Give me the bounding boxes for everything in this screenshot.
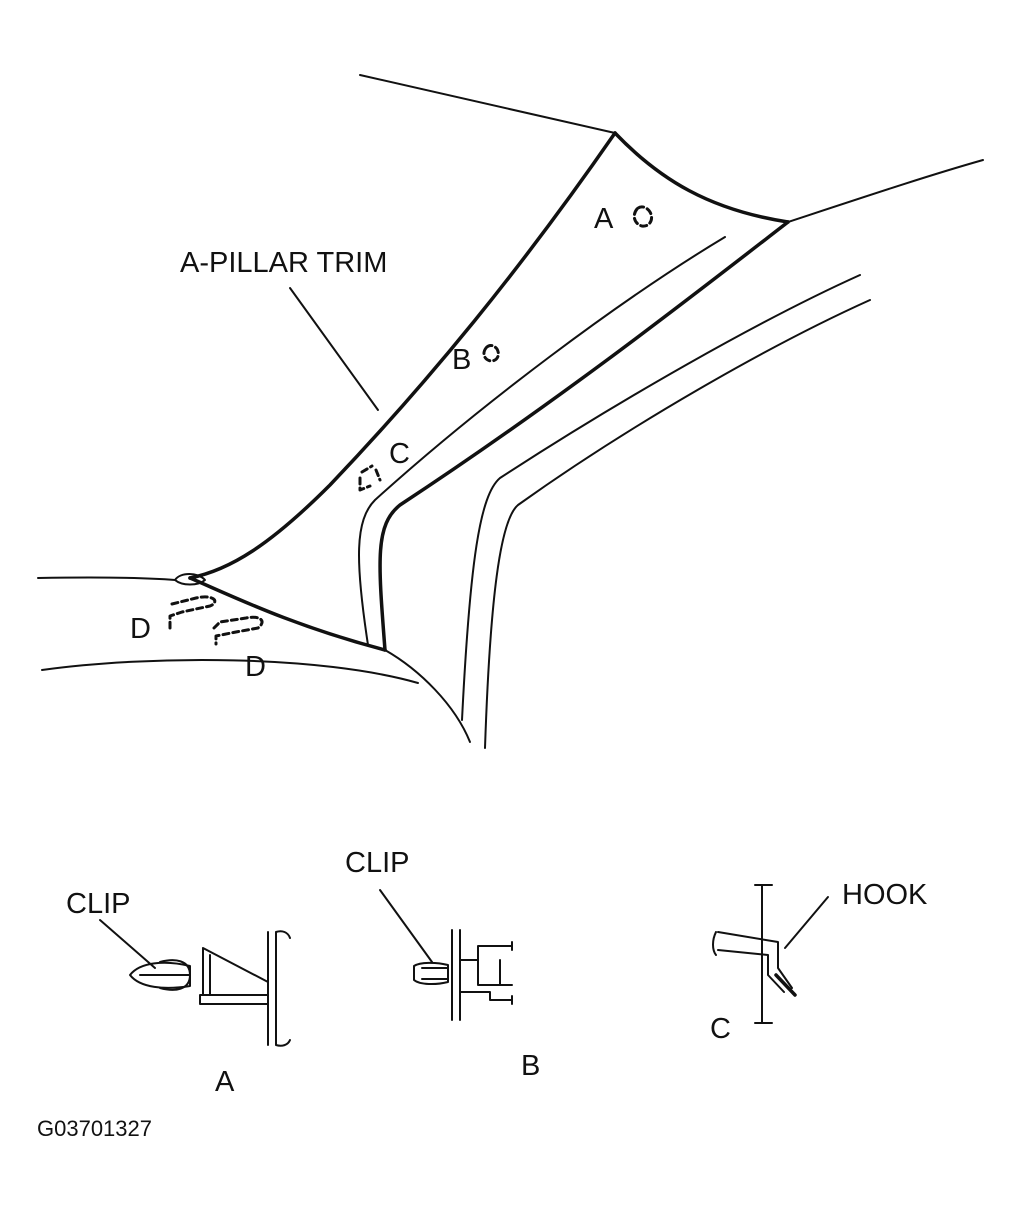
detail-b-clip-head [413,961,449,986]
clip-b-marker [482,344,500,363]
clip-a-leader [99,919,156,969]
detail-c-hook-tip [774,973,797,997]
detail-a-clip [99,919,291,1047]
trim-inner-edge [378,220,790,652]
roof-line-right [787,159,984,223]
door-frame-line [384,649,471,743]
point-b-label: B [452,344,471,376]
detail-c-label: C [710,1013,731,1045]
point-c-label: C [389,438,410,470]
a-pillar-illustration [37,74,984,749]
roof-line [359,74,616,134]
point-d1-label: D [130,613,151,645]
clip-d2-marker [212,615,264,646]
dash-top-line [37,576,176,581]
hook-leader [784,896,829,949]
dash-lower-line [41,659,419,684]
trim-front-edge [188,131,617,580]
detail-c-hook [712,884,829,1024]
detail-b-panel [451,929,461,1021]
pillar-trim-label: A-PILLAR TRIM [180,247,387,279]
detail-a-base [199,994,269,1005]
trim-inner-line [357,236,726,646]
clip-b-leader [379,889,433,963]
hook-c-marker [358,464,382,492]
pillar-trim-leader [289,287,379,411]
door-frame-outer [461,274,861,721]
detail-a-label: A [215,1066,235,1098]
clip-a-label: CLIP [66,888,130,920]
point-d2-label: D [245,651,266,683]
clip-b-label: CLIP [345,847,409,879]
detail-a-panel [267,930,291,1047]
detail-a-boss [202,947,269,996]
detail-b-label: B [521,1050,540,1082]
detail-b-channel [459,941,513,1005]
detail-b-clip-lines [421,967,449,980]
trim-lower-tip [174,573,206,586]
clip-a-marker [632,205,654,228]
point-a-label: A [594,203,614,235]
trim-top-edge [613,131,790,224]
trim-bottom-edge [188,576,387,652]
hook-label: HOOK [842,879,928,911]
door-frame-inner [484,299,871,749]
clip-d1-marker [168,595,217,630]
figure-id: G03701327 [37,1116,152,1141]
detail-b-clip [379,889,513,1021]
detail-c-flange [712,931,793,993]
